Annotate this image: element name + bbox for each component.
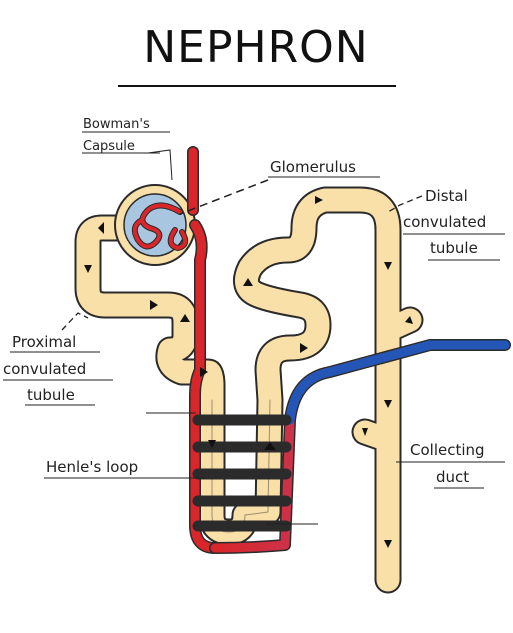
arrow-icon [384, 262, 392, 270]
arrow-icon [200, 367, 208, 377]
label-proximal-line1: Proximal [12, 333, 76, 351]
arrow-icon [243, 278, 253, 286]
arrow-icon [300, 343, 308, 353]
arrow-icon [405, 316, 413, 324]
arrow-icon [150, 300, 158, 310]
label-proximal-line3: tubule [27, 386, 75, 404]
diagram-title: NEPHRON [143, 22, 368, 73]
blood-vessels [187, 146, 511, 554]
label-glomerulus: Glomerulus [270, 158, 356, 176]
flow-arrows [84, 196, 413, 548]
label-distal-line1: Distal [425, 187, 468, 205]
glomerulus [131, 202, 189, 252]
arrow-icon [180, 314, 190, 322]
label-distal-line3: tubule [430, 239, 478, 257]
label-distal-line2: convulated [403, 213, 486, 231]
arrow-icon [264, 442, 276, 450]
arrow-icon [315, 196, 323, 204]
labels: Bowman's Capsule Glomerulus Distal convu… [3, 117, 505, 525]
arrow-icon [362, 428, 368, 436]
arrow-icon [98, 222, 104, 234]
label-bowmans-line2: Capsule [83, 139, 135, 154]
label-collecting-line1: Collecting [410, 441, 485, 459]
label-proximal-line2: convulated [3, 360, 86, 378]
bowmans-capsule [114, 184, 196, 266]
arrow-icon [384, 400, 392, 408]
label-henles-loop: Henle's loop [46, 458, 138, 476]
arrow-icon [384, 540, 392, 548]
arrow-icon [208, 440, 216, 448]
arrow-icon [84, 265, 92, 273]
label-bowmans-line1: Bowman's [83, 117, 150, 132]
label-collecting-line2: duct [436, 468, 469, 486]
